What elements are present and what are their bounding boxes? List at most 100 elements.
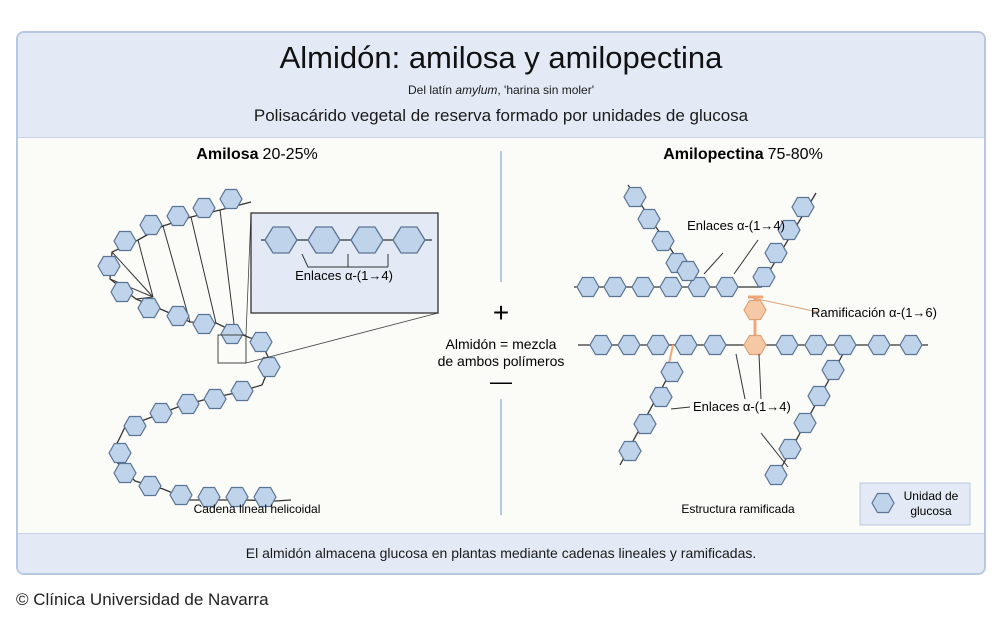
glucose-unit [631, 276, 655, 298]
legend-glucose-icon [871, 492, 895, 514]
glucose-unit [752, 266, 776, 288]
glucose-unit [637, 208, 661, 230]
glucose-unit [257, 356, 281, 378]
header-band: Almidón: amilosa y amilopectina Del latí… [18, 33, 984, 138]
minus-sign: — [490, 369, 512, 394]
glucose-unit [659, 276, 683, 298]
glucose-unit [764, 464, 788, 486]
glucose-unit [791, 196, 815, 218]
branch-glucose-unit [743, 299, 767, 321]
amylopectin-caption: Estructura ramificada [681, 502, 795, 516]
subtitle-prefix: Del latín [408, 83, 456, 97]
zoom-source-box [217, 334, 247, 364]
footer-text: El almidón almacena glucosa en plantas m… [245, 545, 757, 561]
glucose-unit [176, 393, 200, 415]
subtitle: Del latín amylum, 'harina sin moler' [18, 83, 984, 97]
glucose-unit [603, 276, 627, 298]
glucose-unit [113, 230, 137, 252]
glucose-unit [649, 386, 673, 408]
glucose-unit [138, 475, 162, 497]
glucose-unit [113, 462, 137, 484]
amylopectin-percent: 75-80% [768, 146, 823, 163]
glucose-unit [203, 388, 227, 410]
glucose-unit [192, 313, 216, 335]
glucose-unit [576, 276, 600, 298]
glucose-unit [778, 438, 802, 460]
glucose-unit [97, 255, 121, 277]
legend: Unidad de glucosa [859, 482, 971, 526]
glucose-unit [166, 305, 190, 327]
glucose-unit [633, 413, 657, 435]
glucose-unit [793, 412, 817, 434]
glucose-unit [166, 205, 190, 227]
bond-bottom-label-line [735, 353, 746, 400]
footer-band: El almidón almacena glucosa en plantas m… [18, 533, 984, 573]
mixture-line-2: de ambos polímeros [438, 353, 565, 369]
amylose-percent: 20-25% [263, 146, 318, 163]
glucose-unit [651, 230, 675, 252]
glucose-unit [589, 334, 613, 356]
glucose-unit [867, 334, 891, 356]
bond-bottom-label-line [760, 432, 789, 468]
amylose-chain [97, 188, 439, 508]
bond-label-bottom: Enlaces α-(1→4) [693, 399, 791, 414]
branch-glucose-unit [743, 334, 767, 356]
inset-bond-label: Enlaces α-(1→4) [295, 268, 393, 283]
glucose-unit [674, 334, 698, 356]
subtitle-term: amylum [455, 83, 498, 97]
glucose-unit [110, 281, 134, 303]
glucose-unit [618, 440, 642, 462]
glucose-unit [764, 242, 788, 264]
glucose-unit [804, 334, 828, 356]
glucose-unit [899, 334, 923, 356]
amylose-heading: Amilosa 20-25% [196, 146, 317, 163]
amylose-caption: Cadena lineal helicoidal [194, 502, 321, 516]
zoom-connector [245, 312, 439, 364]
bond-bottom-label-line [670, 406, 691, 410]
amylopectin-name: Amilopectina [663, 146, 764, 163]
glucose-unit [623, 186, 647, 208]
glucose-unit [775, 334, 799, 356]
glucose-unit [807, 385, 831, 407]
bond-label-top: Enlaces α-(1→4) [687, 218, 785, 233]
diagram-canvas: Amilosa 20-25% [97, 146, 971, 526]
glucose-unit [149, 402, 173, 424]
figure-card: Almidón: amilosa y amilopectina Del latí… [16, 31, 986, 575]
branch-label: Ramificación α-(1→6) [811, 305, 937, 320]
amylose-inset: Enlaces α-(1→4) [250, 212, 439, 314]
glucose-unit [220, 323, 244, 345]
glucose-unit [715, 276, 739, 298]
glucose-unit [833, 334, 857, 356]
bond-top-label-line [733, 239, 759, 275]
glucose-unit [821, 359, 845, 381]
plus-sign: + [493, 297, 509, 328]
glucose-unit [676, 260, 700, 282]
bond-bottom-label-line [758, 353, 762, 400]
legend-line-1: Unidad de [904, 489, 959, 503]
glucose-unit [646, 334, 670, 356]
mixture-line-1: Almidón = mezcla [446, 336, 557, 352]
glucose-unit [123, 415, 147, 437]
glucose-unit [108, 442, 132, 464]
glucose-unit [137, 297, 161, 319]
zoom-connector [245, 212, 252, 336]
subtitle-suffix: , 'harina sin moler' [497, 83, 594, 97]
glucose-unit [169, 484, 193, 506]
glucose-unit [703, 334, 727, 356]
glucose-unit [660, 361, 684, 383]
glucose-unit [617, 334, 641, 356]
page-title: Almidón: amilosa y amilopectina [279, 40, 723, 75]
glucose-unit [219, 188, 243, 210]
glucose-unit [192, 197, 216, 219]
branch-label-line [747, 296, 819, 313]
bond-top-label-line [703, 252, 724, 275]
copyright: © Clínica Universidad de Navarra [16, 590, 269, 609]
glucose-unit [139, 214, 163, 236]
amylose-name: Amilosa [196, 146, 258, 163]
legend-line-2: glucosa [910, 504, 952, 518]
amylopectin-structure: Enlaces α-(1→4) Ramificación α-(1→6) Enl… [574, 184, 937, 486]
glucose-unit [249, 331, 273, 353]
description: Polisacárido vegetal de reserva formado … [253, 106, 749, 125]
glucose-unit [230, 380, 254, 402]
